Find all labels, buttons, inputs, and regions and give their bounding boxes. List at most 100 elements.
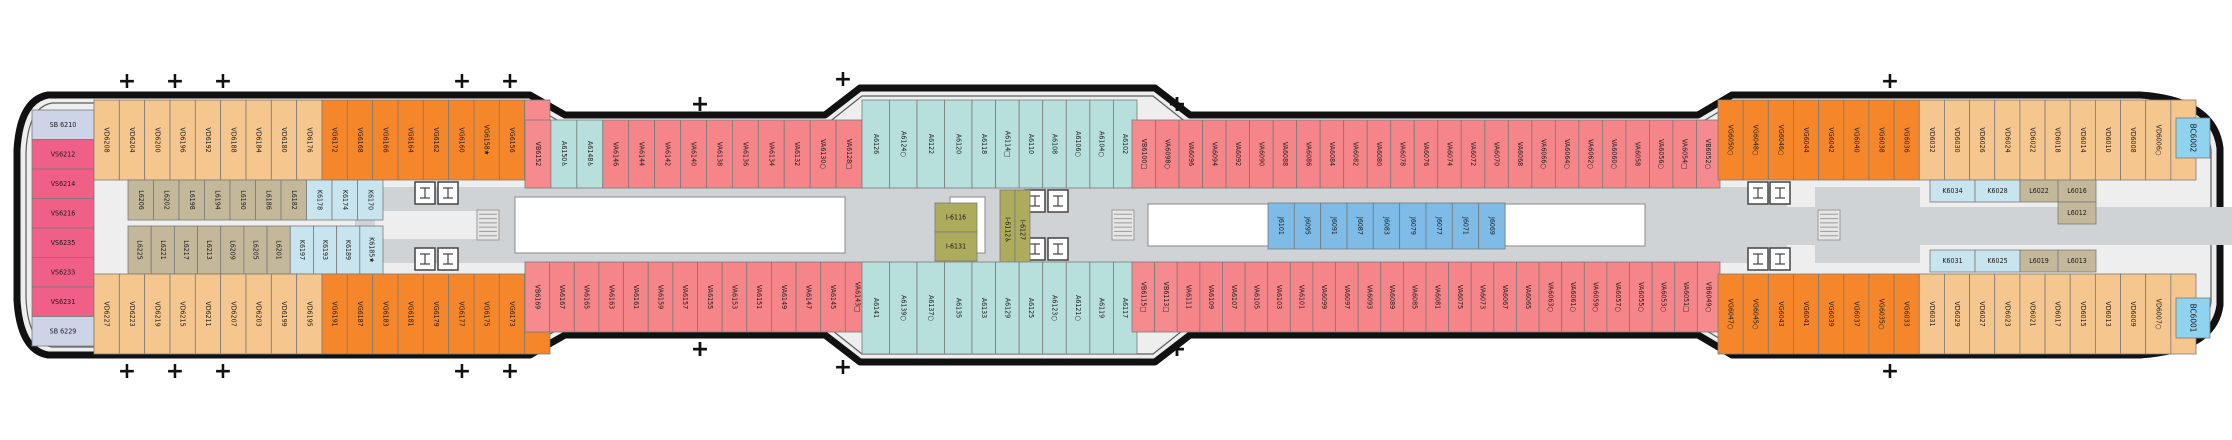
cabin-VA6146[interactable]: VA6146 (602, 119, 630, 189)
cabin-A6110[interactable]: A6110 (1018, 99, 1044, 189)
cabin-K6034[interactable]: K6034 (1929, 179, 1976, 203)
cabin-A6122[interactable]: A6122 (916, 99, 945, 189)
cabin-L6202[interactable]: L6202 (153, 179, 180, 221)
cabin-VA6161[interactable]: VA6161 (623, 261, 649, 333)
cabin-VG6047[interactable]: VG6047○ (1717, 273, 1744, 355)
cabin-VA6060[interactable]: VA6060○ (1602, 119, 1627, 189)
cabin-VG6038[interactable]: VG6038 (1868, 99, 1895, 181)
cabin-VD6219[interactable]: VD6219 (144, 273, 171, 355)
cabin-VG6162[interactable]: VG6162 (422, 99, 450, 181)
cabin-VD6188[interactable]: VD6188 (220, 99, 247, 181)
cabin-A6125[interactable]: A6125 (1018, 261, 1044, 355)
cabin-VA6132[interactable]: VA6132 (783, 119, 811, 189)
cabin-L6209[interactable]: L6209 (220, 225, 245, 275)
cabin-VA6140[interactable]: VA6140 (680, 119, 707, 189)
cabin-L6190[interactable]: L6190 (229, 179, 256, 221)
cabin-A6135[interactable]: A6135 (944, 261, 973, 355)
cabin-VA6064[interactable]: VA6064○ (1554, 119, 1580, 189)
cabin-L6194[interactable]: L6194 (204, 179, 231, 221)
cabin-J6079[interactable]: J6079 (1399, 202, 1427, 250)
cabin-VA6128[interactable]: VA6128□ (835, 119, 863, 189)
cabin-VG6044[interactable]: VG6044 (1793, 99, 1820, 181)
cabin-VA6058[interactable]: VA6058 (1625, 119, 1650, 189)
cabin-VG6160[interactable]: VG6160 (448, 99, 475, 181)
cabin-VS6233[interactable]: VS6233 (31, 257, 95, 288)
cabin-A6119[interactable]: A6119 (1089, 261, 1114, 355)
cabin-L6022[interactable]: L6022 (2019, 179, 2059, 203)
cabin-L6221[interactable]: L6221 (150, 225, 175, 275)
cabin-VA6067[interactable]: VA6067 (1493, 261, 1517, 333)
cabin-VA6147[interactable]: VA6147 (795, 261, 822, 333)
cabin-VA6072[interactable]: VA6072 (1460, 119, 1486, 189)
cabin-A6141[interactable]: A6141 (861, 261, 890, 355)
cabin-VA6066[interactable]: VA6066○ (1531, 119, 1556, 189)
cabin-VA6103[interactable]: VA6103 (1267, 261, 1291, 333)
cabin-BC6001[interactable]: BC6001 (2175, 297, 2211, 339)
cabin-VD6008[interactable]: VD6008 (2120, 99, 2147, 181)
cabin-VA6057[interactable]: VA6057○ (1606, 261, 1630, 333)
cabin-VD6208[interactable]: VD6208 (93, 99, 120, 181)
cabin-VG6041[interactable]: VG6041 (1793, 273, 1820, 355)
cabin-VA6092[interactable]: VA6092 (1225, 119, 1250, 189)
cabin-VG6181[interactable]: VG6181 (397, 273, 424, 355)
cabin-K6185[interactable]: K6185★ (359, 225, 384, 275)
cabin-K6178[interactable]: K6178 (306, 179, 333, 221)
cabin-VD6192[interactable]: VD6192 (194, 99, 222, 181)
cabin-A6120[interactable]: A6120 (944, 99, 973, 189)
cabin-VD6017[interactable]: VD6017 (2044, 273, 2071, 355)
cabin-VG6050[interactable]: VG6050○ (1717, 99, 1744, 181)
cabin-VA6144[interactable]: VA6144 (628, 119, 656, 189)
cabin-VD6030[interactable]: VD6030 (1944, 99, 1970, 181)
cabin-L6206[interactable]: L6206 (127, 179, 154, 221)
cabin-VD6203[interactable]: VD6203 (245, 273, 272, 355)
cabin-K6197[interactable]: K6197 (289, 225, 314, 275)
cabin-VG6187[interactable]: VG6187 (346, 273, 374, 355)
cabin-VB6052[interactable]: VB6052○ (1696, 119, 1721, 189)
cabin-A6124[interactable]: A6124○ (889, 99, 918, 189)
cabin-VA6055[interactable]: VA6055○ (1629, 261, 1653, 333)
cabin-VS6214[interactable]: VS6214 (31, 168, 95, 199)
cabin-K6031[interactable]: K6031 (1929, 249, 1976, 273)
cabin-VD6211[interactable]: VD6211 (194, 273, 222, 355)
cabin-J6083[interactable]: J6083 (1372, 202, 1401, 250)
cabin-A6104[interactable]: A6104○ (1089, 99, 1114, 189)
cabin-VD6180[interactable]: VD6180 (270, 99, 298, 181)
cabin-VD6031[interactable]: VD6031 (1918, 273, 1945, 355)
cabin-VD6184[interactable]: VD6184 (245, 99, 272, 181)
cabin-VD6015[interactable]: VD6015 (2069, 273, 2096, 355)
cabin-A6126[interactable]: A6126 (861, 99, 890, 189)
cabin-VA6089[interactable]: VA6089 (1380, 261, 1404, 333)
cabin-VA6056[interactable]: VA6056○ (1649, 119, 1674, 189)
cabin-VG6173[interactable]: VG6173 (498, 273, 526, 355)
cabin-I-6116[interactable]: I-6116 (934, 202, 978, 233)
cabin-K6025[interactable]: K6025 (1974, 249, 2021, 273)
cabin-VA6105[interactable]: VA6105 (1244, 261, 1269, 333)
cabin-VD6223[interactable]: VD6223 (118, 273, 146, 355)
cabin-A6121[interactable]: A6121○ (1065, 261, 1091, 355)
cabin-VA6145[interactable]: VA6145 (820, 261, 846, 333)
cabin-VA6054[interactable]: VA6054□ (1672, 119, 1697, 189)
cabin-BC6002[interactable]: BC6002 (2175, 117, 2211, 159)
cabin-VD6215[interactable]: VD6215 (169, 273, 196, 355)
cabin-J6069[interactable]: J6069 (1478, 202, 1506, 250)
cabin-VD6176[interactable]: VD6176 (296, 99, 323, 181)
cabin-VA6074[interactable]: VA6074 (1437, 119, 1462, 189)
cabin-VD6200[interactable]: VD6200 (144, 99, 171, 181)
cabin-A6129[interactable]: A6129 (995, 261, 1020, 355)
cabin-VG6156[interactable]: VG6156 (498, 99, 526, 181)
cabin-VB6169[interactable]: VB6169 (524, 261, 551, 333)
cabin-I-6131[interactable]: I-6131 (934, 231, 978, 262)
cabin-VA6098[interactable]: VA6098○ (1155, 119, 1180, 189)
cabin-VG6033[interactable]: VG6033 (1893, 273, 1920, 355)
cabin-VA6065[interactable]: VA6065 (1516, 261, 1540, 333)
cabin-VD6207[interactable]: VD6207 (220, 273, 247, 355)
cabin-A6108[interactable]: A6108 (1042, 99, 1067, 189)
cabin-VA6111[interactable]: VA6111 (1176, 261, 1201, 333)
cabin-VD6022[interactable]: VD6022 (2019, 99, 2046, 181)
cabin-VG6043[interactable]: VG6043 (1767, 273, 1794, 355)
cabin-K6189[interactable]: K6189 (336, 225, 361, 275)
cabin-A6133[interactable]: A6133 (971, 261, 996, 355)
cabin-VA6097[interactable]: VA6097 (1335, 261, 1359, 333)
cabin-L6013[interactable]: L6013 (2057, 249, 2097, 273)
cabin-VA6061[interactable]: VA6061○ (1561, 261, 1585, 333)
